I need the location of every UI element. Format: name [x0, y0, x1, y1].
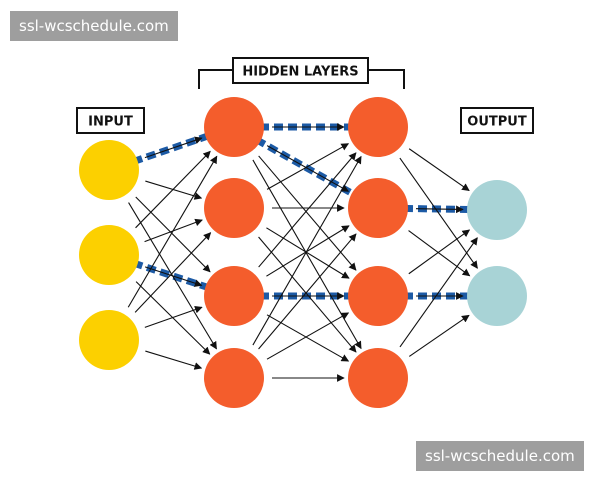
output-label: OUTPUT [467, 115, 527, 130]
connection-arrow-hidden1-4-to-hidden2-1 [252, 155, 362, 346]
hidden1-node-1 [204, 97, 264, 157]
output-label-box: OUTPUT [460, 107, 534, 134]
output-node-2 [467, 266, 527, 326]
input-node-3 [79, 310, 139, 370]
connection-arrow-hidden1-3-to-hidden2-4 [266, 314, 350, 362]
hidden1-node-4 [204, 348, 264, 408]
connections [127, 123, 478, 382]
hidden2-node-1 [348, 97, 408, 157]
connection-arrow-hidden2-1-to-output-2 [399, 157, 478, 269]
connection-arrow-input-3-to-hidden1-1 [127, 155, 218, 308]
connection-arrow-input-2-to-hidden1-3 [144, 266, 203, 287]
connection-arrow-hidden2-1-to-output-1 [408, 148, 470, 192]
connection-arrow-input-2-to-hidden1-1 [135, 150, 211, 229]
connection-arrow-hidden2-4-to-output-2 [408, 314, 470, 357]
connection-arrow-hidden2-4-to-output-1 [399, 237, 478, 348]
connection-arrow-hidden1-4-to-hidden2-2 [258, 233, 357, 350]
connection-arrow-input-3-to-hidden1-3 [144, 305, 203, 328]
connection-arrow-hidden1-1-to-hidden2-2 [266, 145, 350, 192]
connection-arrow-input-3-to-hidden1-2 [134, 232, 212, 313]
hidden2-node-4 [348, 348, 408, 408]
connection-arrow-hidden1-2-to-hidden2-3 [266, 227, 350, 279]
connection-arrow-hidden1-4-to-hidden2-3 [266, 312, 350, 360]
input-label: INPUT [88, 115, 133, 130]
watermark-bottom: ssl-wcschedule.com [416, 441, 584, 471]
connection-arrow-input-1-to-hidden1-1 [144, 136, 203, 159]
hidden-layers-label: HIDDEN LAYERS [242, 65, 358, 80]
hidden2-node-2 [348, 178, 408, 238]
watermark-top: ssl-wcschedule.com [10, 11, 178, 41]
connection-arrow-hidden1-3-to-hidden2-1 [258, 152, 357, 268]
nodes [79, 97, 527, 408]
hidden2-node-3 [348, 266, 408, 326]
output-node-1 [467, 180, 527, 240]
hidden1-node-2 [204, 178, 264, 238]
connection-arrow-input-1-to-hidden1-3 [135, 196, 211, 273]
input-node-2 [79, 225, 139, 285]
connection-arrow-hidden2-2-to-output-2 [408, 230, 471, 277]
hidden1-node-3 [204, 266, 264, 326]
connection-arrow-hidden1-1-to-hidden2-3 [258, 155, 357, 271]
input-label-box: INPUT [76, 107, 145, 134]
connection-arrow-input-3-to-hidden1-4 [145, 350, 203, 370]
connection-arrow-hidden1-3-to-hidden2-2 [266, 225, 350, 277]
connection-arrow-hidden2-2-to-output-1 [415, 205, 464, 214]
connection-arrow-hidden2-3-to-output-1 [408, 229, 471, 275]
input-node-1 [79, 140, 139, 200]
connection-arrow-hidden1-2-to-hidden2-4 [258, 236, 357, 353]
connection-arrow-hidden1-2-to-hidden2-1 [266, 143, 350, 190]
hidden-layers-bracket: HIDDEN LAYERS [198, 57, 405, 89]
